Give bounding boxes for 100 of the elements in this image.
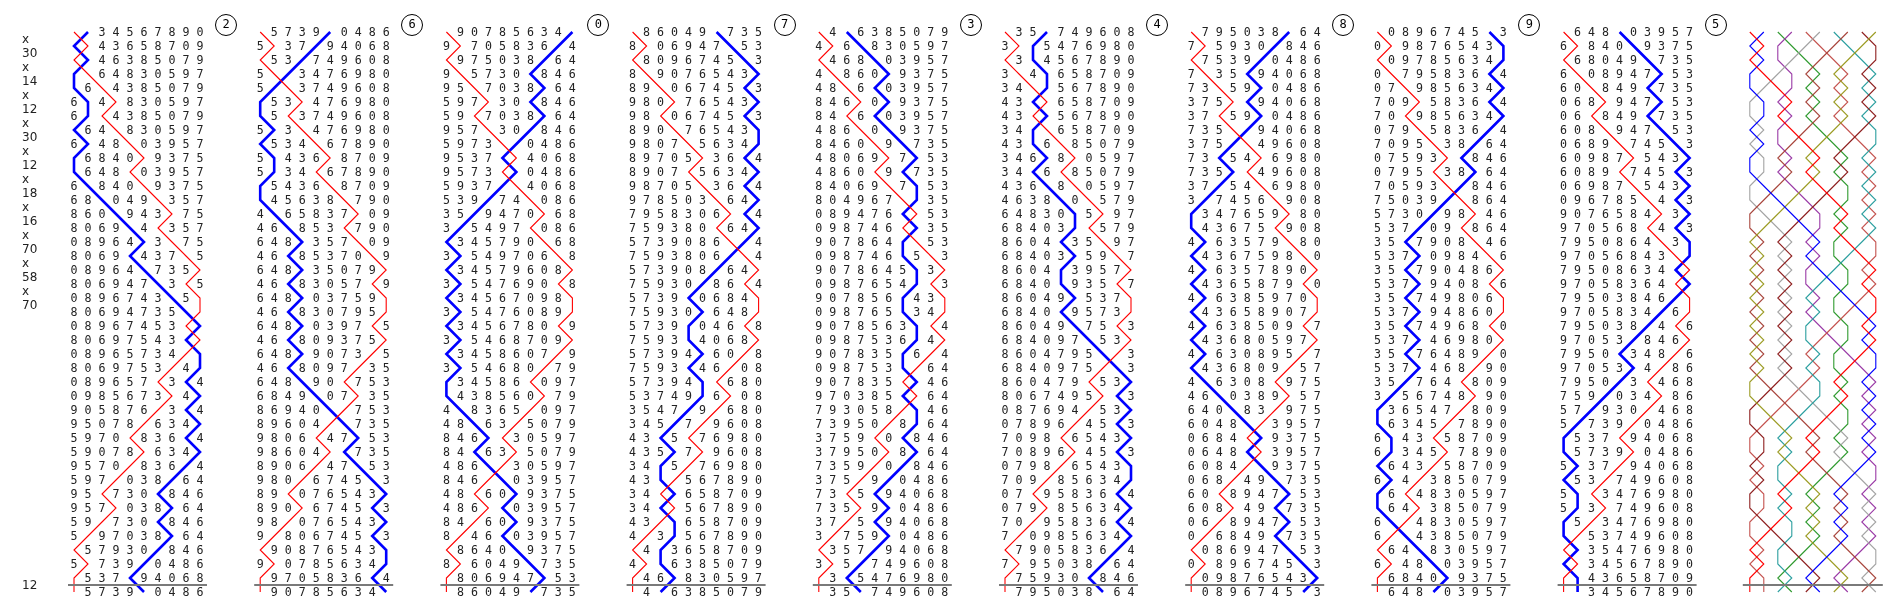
digit-row: 5 9 7 3 0 8 4 6 bbox=[70, 515, 204, 529]
digit-row: 5 3 7 4 9 6 0 8 bbox=[1560, 501, 1694, 515]
digit-row: 6 4 0 8 3 9 7 5 bbox=[1187, 403, 1321, 417]
digit-row: 7 3 5 9 0 4 8 6 bbox=[1187, 81, 1321, 95]
digit-row-text: 9 8 0 7 6 5 4 3 bbox=[256, 515, 377, 529]
digit-row: 6 4 8 9 0 7 3 5 bbox=[256, 347, 390, 361]
digit-row: 6 0 8 9 4 7 5 3 bbox=[1187, 487, 1321, 501]
digit-row-text: 0 7 9 8 6 5 4 3 bbox=[1001, 459, 1122, 473]
digit-row-text: 8 6 0 4 9 7 3 5 bbox=[642, 25, 763, 39]
digit-row: 7 0 9 5 8 3 6 4 bbox=[1001, 515, 1135, 529]
digit-row-text: 9 0 7 8 5 6 3 4 bbox=[256, 557, 377, 571]
digit-row: 7 0 8 9 6 4 5 3 bbox=[1001, 445, 1135, 459]
digit-row: 0 6 4 8 3 9 5 7 bbox=[1187, 445, 1321, 459]
digit-row-text: 4 6 8 0 3 9 5 7 bbox=[828, 53, 949, 67]
digit-row-text: 7 5 9 3 0 8 4 6 bbox=[1014, 571, 1135, 585]
digit-row-text: 9 7 0 5 8 3 4 6 bbox=[1560, 305, 1681, 319]
digit-row: 5 9 7 0 8 3 6 4 bbox=[70, 431, 204, 445]
digit-row-text: 0 9 8 7 6 5 4 3 bbox=[1373, 39, 1494, 53]
digit-row-text: 9 8 0 7 6 5 4 3 bbox=[629, 95, 750, 109]
digit-row-text: 5 3 7 9 4 8 6 0 bbox=[1373, 305, 1494, 319]
digit-row: 4 6 3 0 8 9 5 7 bbox=[1187, 347, 1321, 361]
digit-row: 5 7 9 3 0 4 6 8 bbox=[1560, 403, 1694, 417]
digit-row-text: 7 0 9 8 6 5 4 3 bbox=[1001, 431, 1122, 445]
digit-row-text: 4 3 6 8 0 5 9 7 bbox=[1200, 333, 1308, 347]
digit-row: 5 9 7 3 0 8 4 6 bbox=[442, 95, 576, 109]
digit-row: 0 9 8 7 6 5 4 3 bbox=[815, 277, 949, 291]
digit-row-text: 8 9 0 7 6 5 4 3 bbox=[629, 67, 750, 81]
digit-row-text: 4 3 6 5 8 9 0 7 bbox=[1200, 305, 1308, 319]
digit-row: 5 3 9 7 4 0 8 6 bbox=[442, 193, 576, 207]
place-notation: x bbox=[22, 144, 30, 158]
digit-row: 5 3 7 9 4 0 6 8 bbox=[256, 39, 390, 53]
digit-row-text: 6 8 4 0 9 7 5 3 bbox=[1001, 333, 1122, 347]
digit-row: 5 3 4 6 7 8 9 0 bbox=[256, 165, 390, 179]
digit-row-text: 9 0 8 7 6 5 4 3 bbox=[269, 543, 377, 557]
digit-row-text: 0 9 8 7 6 5 4 3 bbox=[1200, 571, 1308, 585]
digit-row: 8 4 6 0 9 7 3 5 bbox=[815, 137, 949, 151]
digit-row: 9 7 0 5 6 8 4 3 bbox=[1560, 221, 1694, 235]
digit-row: 0 9 8 7 5 3 6 4 bbox=[815, 361, 949, 375]
digit-row: 5 7 3 9 0 4 8 6 bbox=[70, 557, 204, 571]
digit-row: 4 6 0 3 8 9 5 7 bbox=[1187, 389, 1321, 403]
digit-row-text: 4 6 3 8 5 0 7 9 bbox=[828, 25, 949, 39]
digit-row: 0 6 8 9 4 7 5 3 bbox=[1560, 95, 1694, 109]
digit-row: 9 7 0 5 3 4 8 6 bbox=[1560, 361, 1694, 375]
digit-row: 8 0 6 7 4 9 5 3 bbox=[1001, 389, 1135, 403]
digit-row-text: 5 3 7 9 4 0 6 8 bbox=[1573, 431, 1694, 445]
digit-row-text: 9 7 0 5 6 8 4 3 bbox=[1560, 249, 1667, 263]
digit-row: 7 3 5 4 6 9 8 0 bbox=[1187, 151, 1321, 165]
digit-row: 5 3 7 9 4 0 8 6 bbox=[1373, 277, 1507, 291]
digit-row-text: 6 4 8 0 3 9 5 7 bbox=[83, 165, 204, 179]
place-notation: 70 bbox=[22, 298, 38, 312]
digit-row-text: 5 3 7 4 9 6 0 8 bbox=[269, 53, 390, 67]
digit-row: 9 8 7 0 5 3 6 4 bbox=[629, 179, 763, 193]
digit-row-text: 9 0 7 6 5 8 4 3 bbox=[1560, 207, 1681, 221]
digit-row-text: 7 9 0 5 8 3 6 4 bbox=[1014, 543, 1135, 557]
digit-row-text: 7 9 5 0 3 8 6 4 bbox=[1014, 585, 1135, 599]
digit-row-text: 3 4 5 6 7 0 9 8 bbox=[455, 291, 563, 305]
digit-row: 3 5 7 6 4 8 0 9 bbox=[1373, 375, 1507, 389]
digit-row: 7 9 5 0 3 8 4 6 bbox=[1560, 319, 1694, 333]
digit-row: 0 7 9 5 8 3 6 4 bbox=[1373, 123, 1507, 137]
digit-row: 5 7 3 9 4 6 0 8 bbox=[629, 347, 763, 361]
digit-row: 0 6 8 4 9 7 3 5 bbox=[1560, 109, 1694, 123]
digit-row: 3 4 6 5 8 7 0 9 bbox=[1001, 67, 1135, 81]
digit-row-text: 3 4 5 8 6 0 7 9 bbox=[455, 347, 576, 361]
digit-row-text: 8 9 0 7 6 5 4 3 bbox=[629, 123, 750, 137]
digit-row: 4 3 6 8 0 5 9 7 bbox=[1001, 179, 1135, 193]
digit-row-text: 8 9 0 7 6 5 4 3 bbox=[256, 487, 377, 501]
digit-row-text: 5 3 7 9 4 0 6 8 bbox=[83, 571, 204, 585]
digit-row: 3 4 6 5 8 7 0 9 bbox=[629, 487, 763, 501]
digit-row-text: 9 7 0 5 8 3 6 4 bbox=[269, 571, 390, 585]
digit-row-text: 4 3 6 8 0 9 5 7 bbox=[1200, 361, 1321, 375]
digit-row-text: 8 0 6 9 7 5 4 3 bbox=[70, 333, 177, 347]
digit-row: 7 5 0 3 9 8 6 4 bbox=[1373, 193, 1507, 207]
place-notation: 14 bbox=[22, 74, 38, 88]
digit-row: 4 6 8 5 3 7 0 9 bbox=[256, 249, 390, 263]
digit-row: 7 3 5 9 0 4 8 6 bbox=[815, 501, 949, 515]
digit-row-text: 0 6 9 8 7 5 4 3 bbox=[1560, 179, 1681, 193]
digit-row: 6 4 8 0 3 9 5 7 bbox=[70, 137, 204, 151]
digit-row: 3 5 7 6 4 8 9 0 bbox=[1373, 347, 1507, 361]
place-notation: x bbox=[22, 200, 30, 214]
digit-row: 6 8 4 0 9 3 7 5 bbox=[70, 179, 204, 193]
digit-row: 5 9 7 0 3 8 6 4 bbox=[70, 529, 204, 543]
digit-row: 6 4 3 5 8 7 0 9 bbox=[1373, 431, 1507, 445]
digit-row: 3 5 4 7 6 9 8 0 bbox=[1001, 39, 1135, 53]
place-notation: x bbox=[22, 60, 30, 74]
digit-row-text: 0 8 9 6 7 4 5 3 bbox=[1386, 25, 1507, 39]
digit-row: 8 6 0 9 4 3 7 5 bbox=[70, 207, 204, 221]
digit-row: 5 3 4 7 6 9 8 0 bbox=[1560, 487, 1694, 501]
digit-row: 0 8 9 6 4 3 7 5 bbox=[70, 235, 204, 249]
digit-row: 7 0 5 9 3 8 4 6 bbox=[1373, 179, 1507, 193]
digit-row: 9 5 7 0 8 3 6 4 bbox=[70, 459, 204, 473]
place-notation: 30 bbox=[22, 46, 38, 60]
digit-row: 7 5 9 3 0 8 4 6 bbox=[1187, 39, 1321, 53]
digit-row: 5 7 3 9 4 6 8 0 bbox=[629, 375, 763, 389]
digit-row-text: 5 3 4 7 6 9 8 0 bbox=[1573, 515, 1694, 529]
digit-row: 9 0 7 8 5 6 3 4 bbox=[815, 319, 949, 333]
digit-row: 6 0 8 4 9 7 3 5 bbox=[1187, 501, 1321, 515]
digit-row: 8 4 6 0 3 9 5 7 bbox=[442, 473, 576, 487]
digit-row-text: 0 8 6 9 4 7 5 3 bbox=[1200, 543, 1321, 557]
digit-row-text: 6 0 9 8 7 5 4 3 bbox=[1560, 151, 1681, 165]
digit-row: 5 3 7 4 6 8 9 0 bbox=[1373, 361, 1507, 375]
